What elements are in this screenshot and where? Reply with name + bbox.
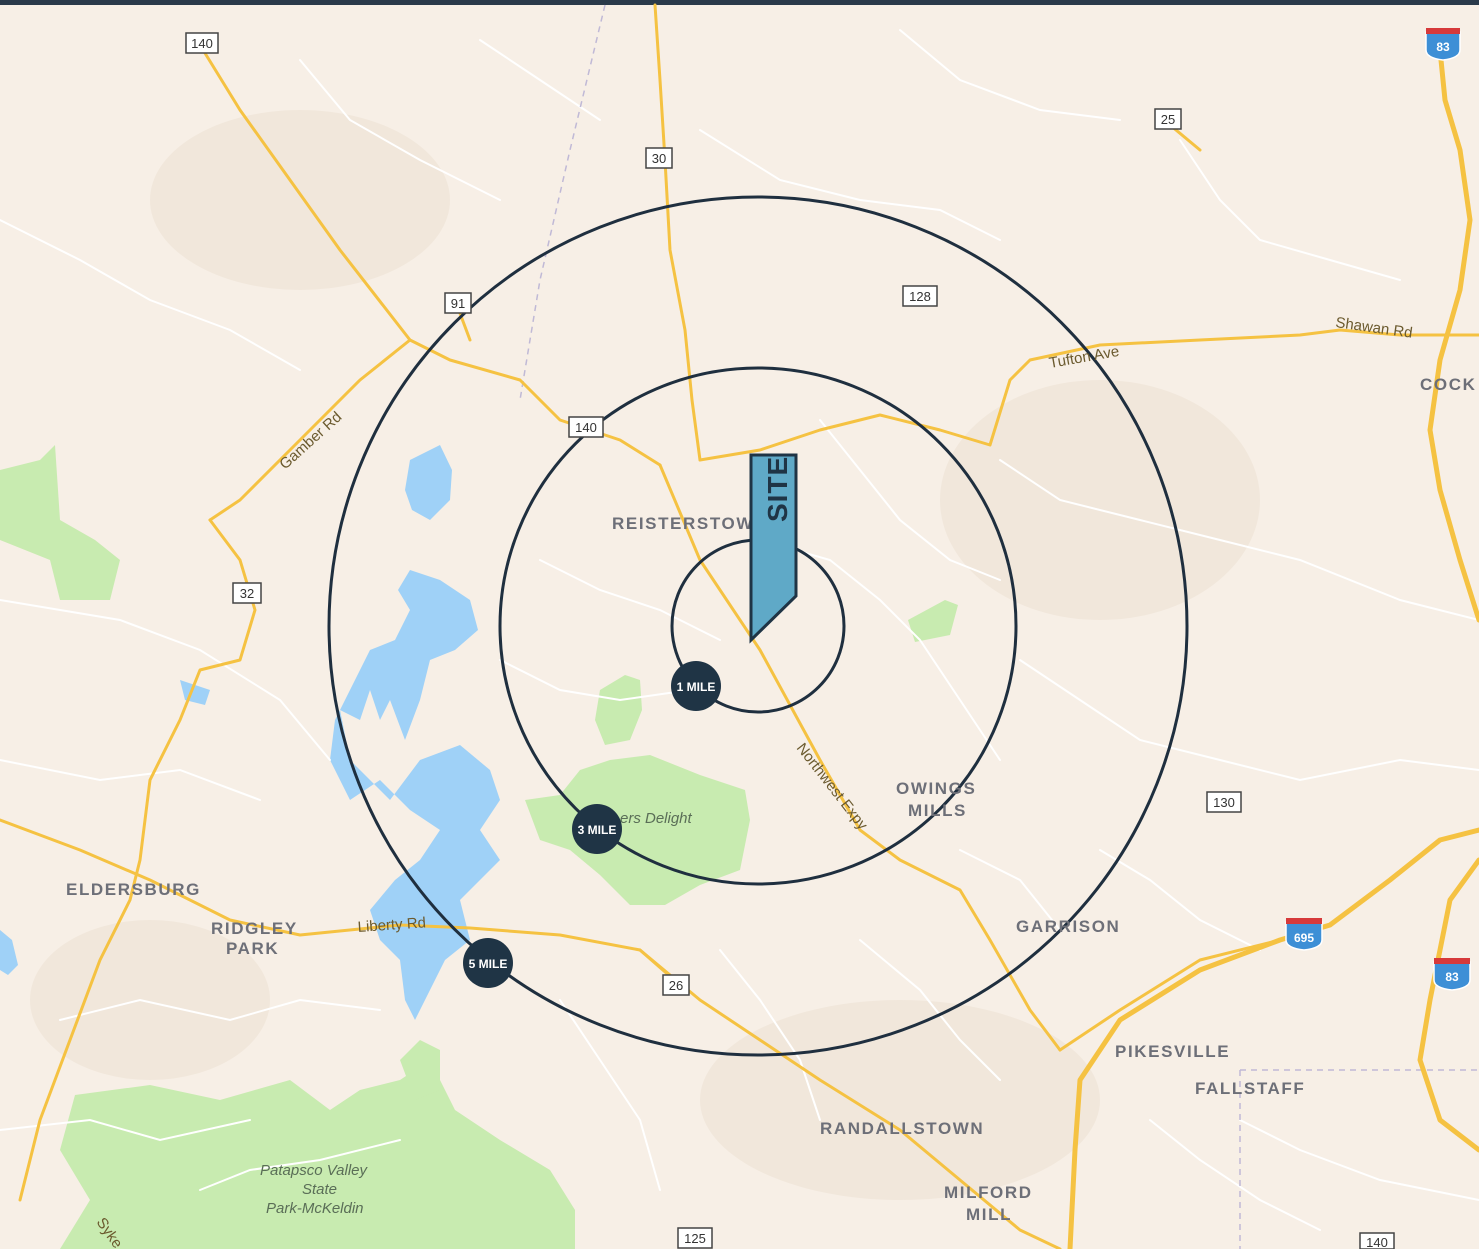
place-pikesville: PIKESVILLE	[1115, 1042, 1230, 1061]
site-label: SITE	[762, 456, 793, 522]
place-ridgley: RIDGLEY	[211, 919, 298, 938]
svg-text:3 MILE: 3 MILE	[578, 823, 617, 837]
svg-text:25: 25	[1161, 112, 1175, 127]
park-soldiers-2	[525, 755, 750, 905]
site-flag	[749, 453, 798, 644]
interstate-695: 695	[1285, 918, 1323, 951]
place-owings: OWINGS	[896, 779, 976, 798]
park-soldiers-1	[595, 675, 642, 745]
site-marker[interactable]: SITE	[749, 453, 798, 644]
shield-140-se: 140	[1359, 1232, 1395, 1249]
shield-125: 125	[677, 1227, 713, 1249]
svg-text:26: 26	[669, 978, 683, 993]
shield-140-nw: 140	[185, 32, 219, 54]
interstate-83-north: 83	[1425, 28, 1461, 61]
rt-130	[1058, 938, 1282, 1052]
shield-130: 130	[1206, 791, 1242, 813]
liberty-rd	[0, 818, 1062, 1249]
svg-text:125: 125	[684, 1231, 706, 1246]
park-label-patapsco-2: State	[302, 1181, 337, 1198]
interstate-shields: 83 695 83	[1285, 28, 1471, 991]
ring-badges: 1 MILE 3 MILE 5 MILE	[463, 661, 721, 988]
svg-text:5 MILE: 5 MILE	[469, 957, 508, 971]
place-park: PARK	[226, 939, 279, 958]
liberty-reservoir	[330, 570, 500, 1020]
badge-5-mile: 5 MILE	[463, 938, 513, 988]
place-eldersburg: ELDERSBURG	[66, 880, 201, 899]
place-reisterstown: REISTERSTOWN	[612, 514, 768, 533]
ring-5-mile	[327, 195, 1189, 1057]
park-label-soldiers-delight: ers Delight	[620, 810, 693, 827]
svg-text:83: 83	[1445, 970, 1459, 984]
park-label-patapsco-3: Park-McKeldin	[266, 1200, 364, 1217]
place-mills: MILLS	[908, 801, 967, 820]
park-owings	[908, 600, 958, 642]
svg-text:140: 140	[1366, 1235, 1388, 1249]
svg-text:91: 91	[451, 296, 465, 311]
place-fallstaff: FALLSTAFF	[1195, 1079, 1305, 1098]
interstates	[1067, 47, 1479, 1249]
svg-text:1 MILE: 1 MILE	[677, 680, 716, 694]
ring-3-mile	[498, 366, 1018, 886]
i-83-south	[1417, 857, 1479, 1153]
road-label-liberty-rd: Liberty Rd	[357, 914, 426, 936]
shield-91: 91	[444, 292, 472, 314]
terrain	[30, 110, 1260, 1200]
svg-text:83: 83	[1436, 40, 1450, 54]
place-cock: COCK	[1420, 375, 1476, 394]
place-labels: REISTERSTOWN OWINGS MILLS ELDERSBURG RID…	[66, 375, 1476, 1224]
svg-text:140: 140	[191, 36, 213, 51]
svg-text:128: 128	[909, 289, 931, 304]
svg-text:130: 130	[1213, 795, 1235, 810]
place-mill: MILL	[966, 1205, 1012, 1224]
route-shields: 140 30 25 91 128 140 32 130 26 125 140	[185, 32, 1395, 1249]
i-695	[1067, 827, 1479, 1249]
shield-25: 25	[1154, 108, 1182, 130]
parks	[0, 445, 958, 1249]
svg-text:695: 695	[1294, 931, 1314, 945]
i-83	[1427, 47, 1479, 623]
boundaries	[519, 4, 1479, 1249]
park-labels: ers Delight Patapsco Valley State Park-M…	[260, 810, 693, 1217]
shield-30: 30	[645, 147, 673, 169]
place-randallstown: RANDALLSTOWN	[820, 1119, 984, 1138]
place-milford: MILFORD	[944, 1183, 1033, 1202]
gamber-rd	[208, 338, 412, 522]
park-label-patapsco-1: Patapsco Valley	[260, 1162, 369, 1179]
badge-1-mile: 1 MILE	[671, 661, 721, 711]
radius-rings	[327, 195, 1189, 1057]
water-edge-left	[0, 930, 18, 975]
svg-text:30: 30	[652, 151, 666, 166]
rt-30	[653, 3, 702, 462]
svg-text:140: 140	[575, 420, 597, 435]
top-bar	[0, 0, 1479, 5]
badge-3-mile: 3 MILE	[572, 804, 622, 854]
interstate-83-south: 83	[1433, 958, 1471, 991]
park-patapsco-2	[400, 1040, 440, 1100]
shield-128: 128	[902, 285, 938, 307]
shield-26: 26	[662, 974, 690, 996]
rt-32	[18, 518, 257, 1202]
water	[0, 445, 500, 1020]
tufton-ave	[698, 328, 1479, 462]
reservoir-upper	[405, 445, 452, 520]
park-west-1	[0, 445, 120, 600]
shield-140-center: 140	[568, 416, 604, 438]
place-garrison: GARRISON	[1016, 917, 1120, 936]
svg-text:32: 32	[240, 586, 254, 601]
park-patapsco	[60, 1060, 575, 1249]
shield-32: 32	[232, 582, 262, 604]
